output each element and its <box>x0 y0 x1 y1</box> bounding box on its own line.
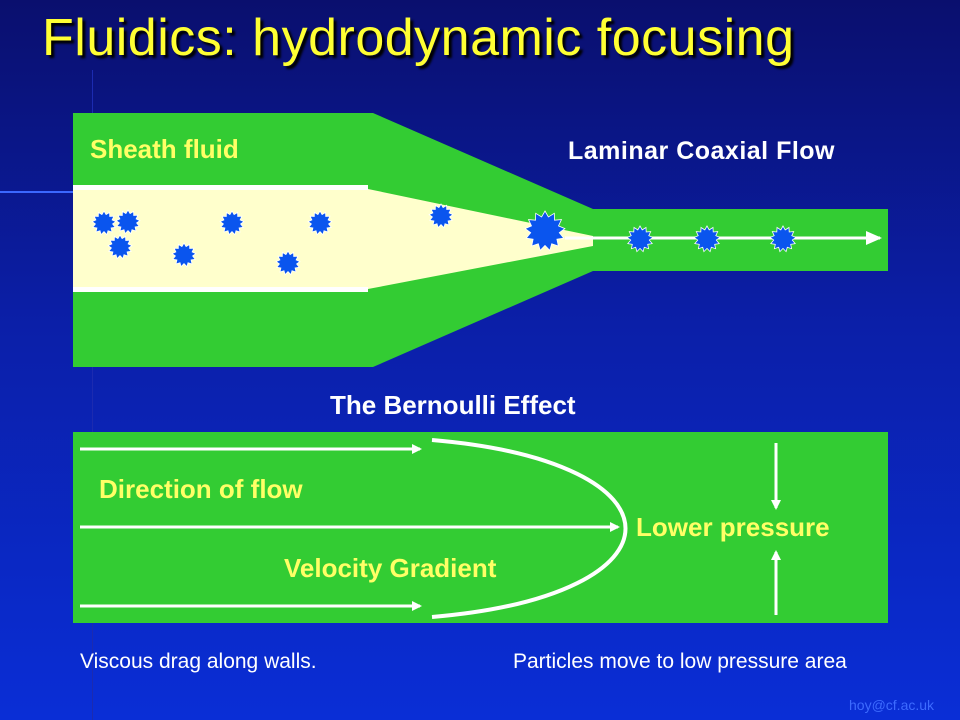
particle-icon <box>769 225 797 253</box>
lower-pressure-label: Lower pressure <box>636 512 830 542</box>
nozzle-diagram <box>73 113 888 367</box>
particle-icon <box>275 250 301 276</box>
particle-icon <box>219 210 245 236</box>
particle-icon <box>693 225 721 253</box>
viscous-drag-caption: Viscous drag along walls. <box>80 650 317 673</box>
decorative-horizontal-line <box>0 191 75 193</box>
bernoulli-diagram <box>73 432 888 623</box>
particles-group <box>91 203 797 276</box>
particle-icon <box>171 242 197 268</box>
particle-icon <box>524 210 566 252</box>
direction-of-flow-label: Direction of flow <box>99 474 303 504</box>
slide-title: Fluidics: hydrodynamic focusing <box>42 9 795 67</box>
laminar-flow-label: Laminar Coaxial Flow <box>568 137 836 165</box>
footer-email: hoy@cf.ac.uk <box>849 697 935 713</box>
velocity-gradient-label: Velocity Gradient <box>284 553 497 583</box>
sample-core-stream <box>73 189 593 289</box>
decorative-vertical-line <box>92 70 93 720</box>
sheath-fluid-label: Sheath fluid <box>90 134 239 164</box>
bernoulli-heading: The Bernoulli Effect <box>330 390 576 420</box>
particle-icon <box>428 203 454 229</box>
core-upper-wall <box>73 185 368 190</box>
particle-icon <box>91 210 117 236</box>
core-lower-wall <box>73 287 368 292</box>
particle-icon <box>307 210 333 236</box>
particle-icon <box>107 234 133 260</box>
particles-caption: Particles move to low pressure area <box>513 650 847 673</box>
particle-icon <box>115 209 141 235</box>
particle-icon <box>626 225 654 253</box>
velocity-gradient-curve <box>431 438 628 619</box>
